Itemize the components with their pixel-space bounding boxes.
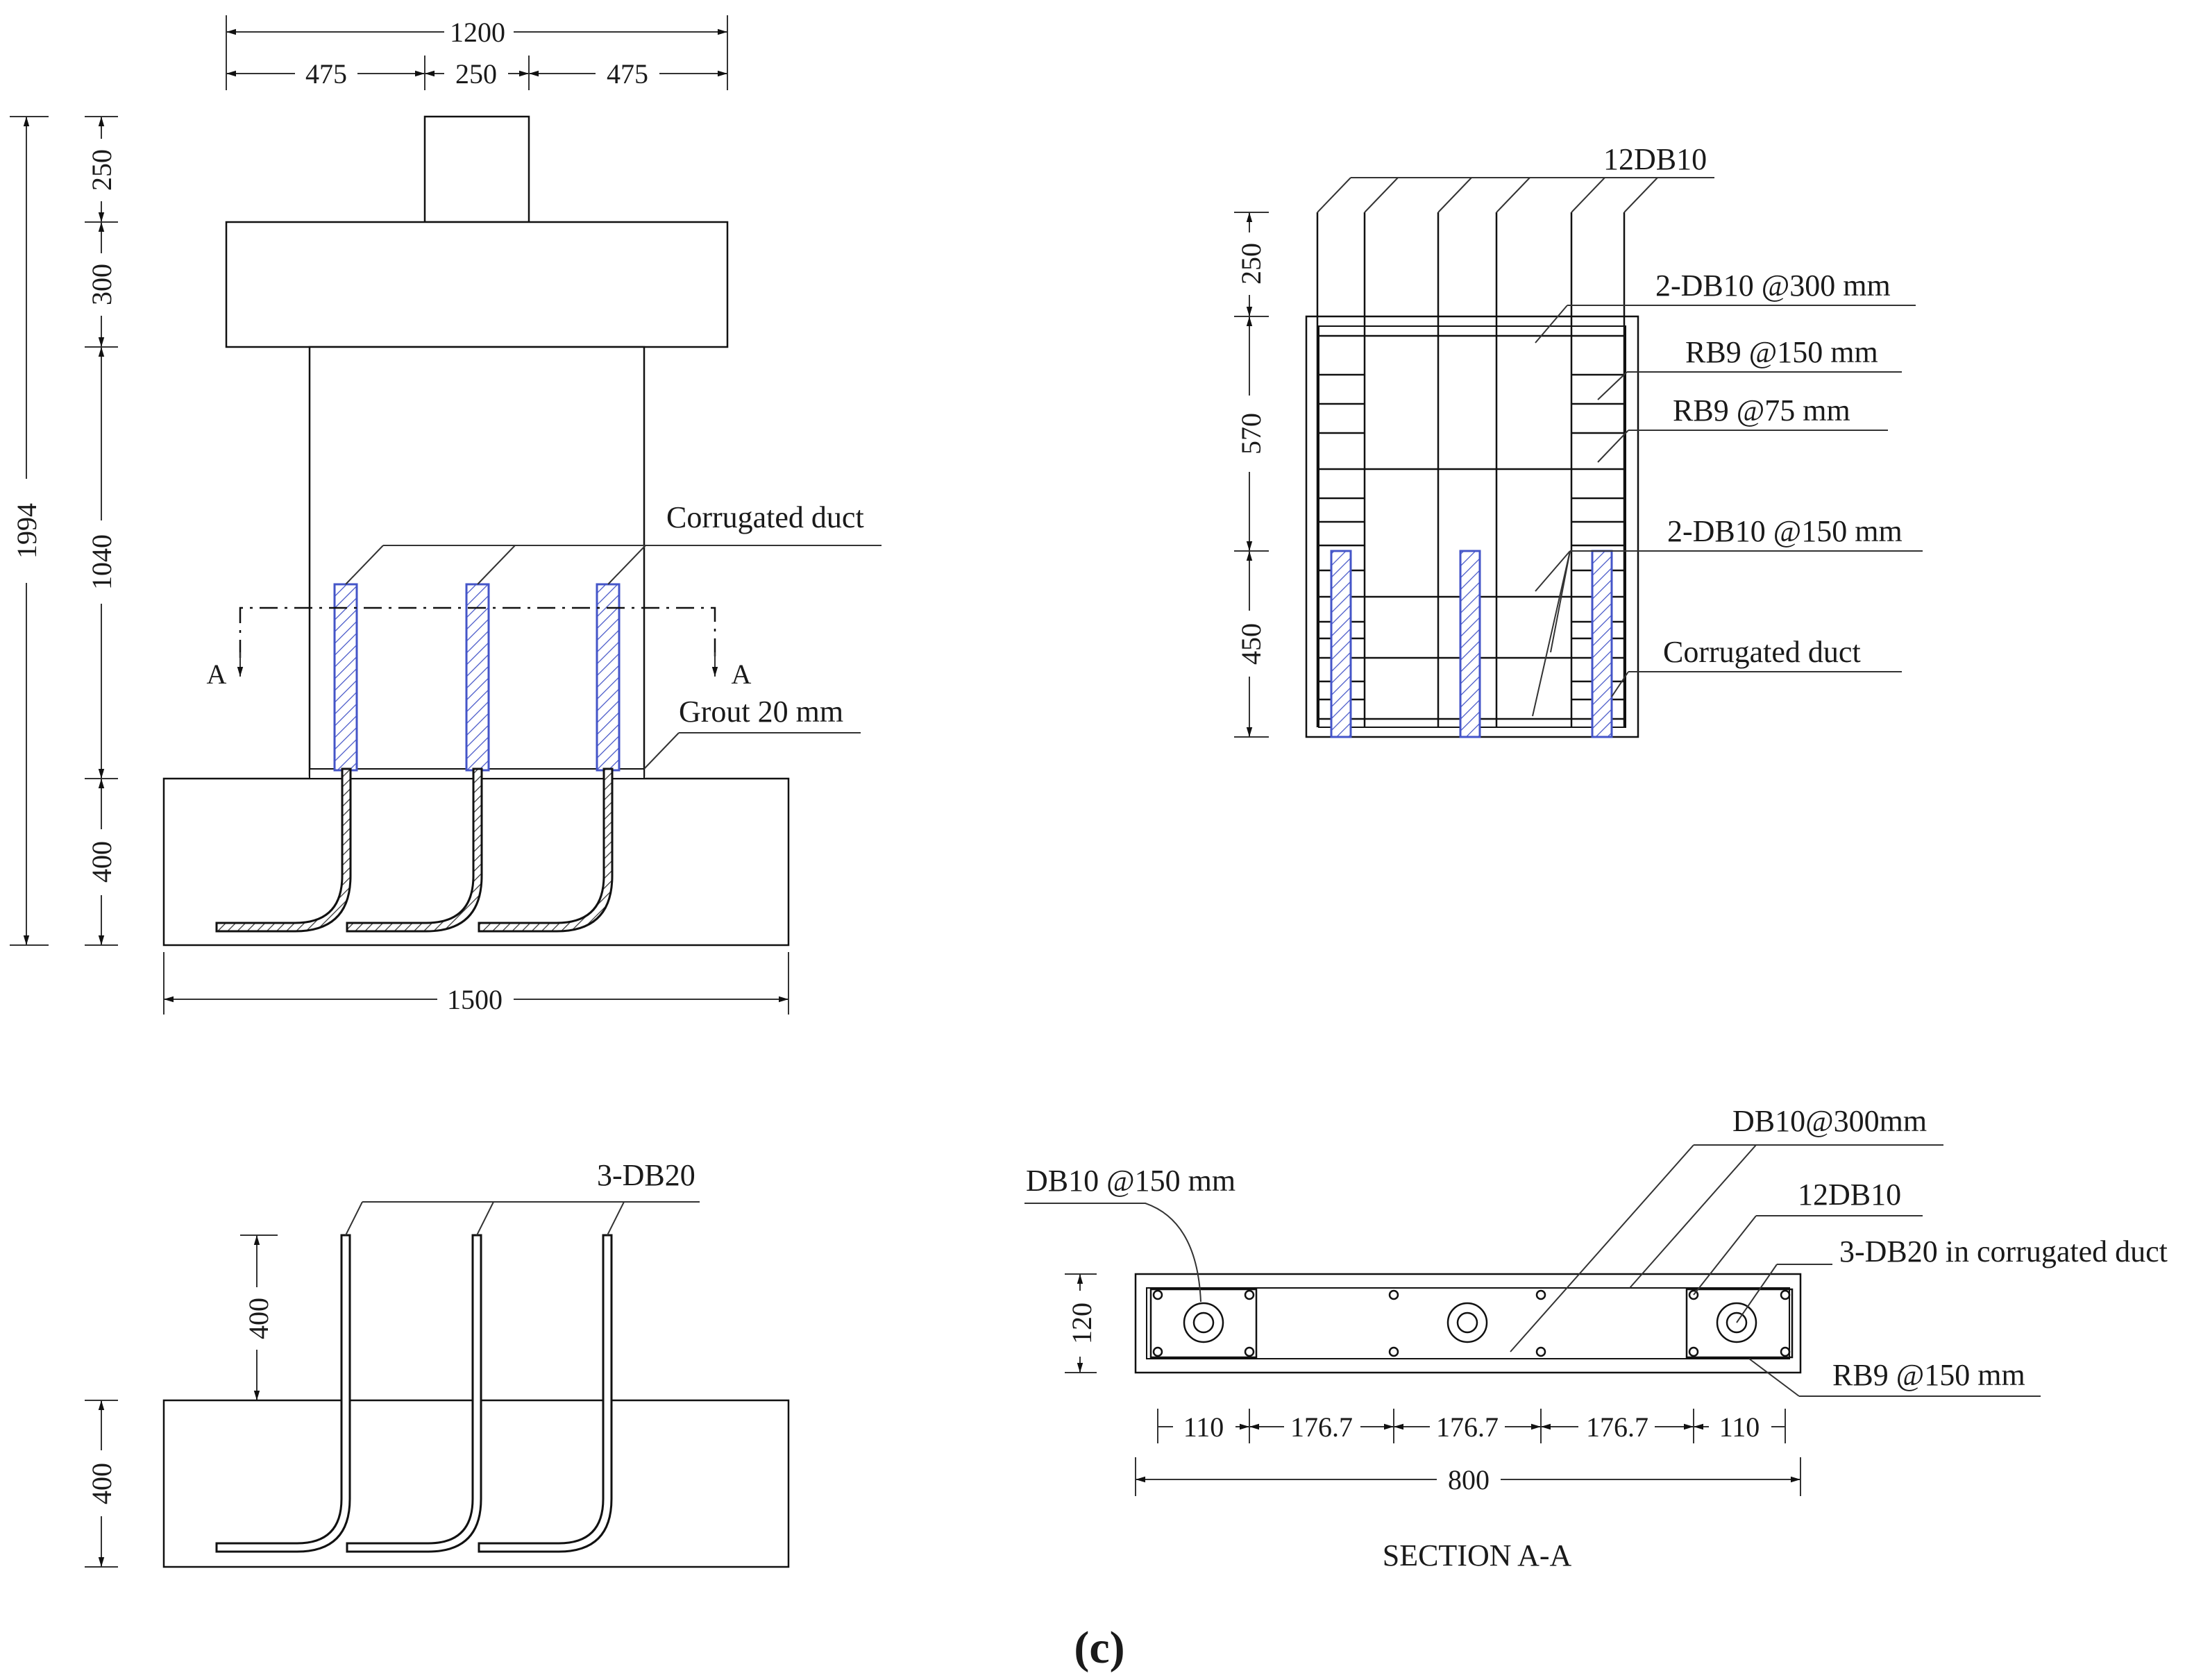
dim-r-h1: 250 (1235, 243, 1267, 285)
dowel-bar-right (478, 1234, 613, 1553)
dim-top-left: 475 (305, 58, 347, 90)
section-inner (1146, 1287, 1790, 1359)
elevation-overall-height: 1994 (10, 116, 49, 946)
label-12db10-section: 12DB10 (1798, 1178, 1901, 1212)
dowel-bar-middle (346, 1234, 482, 1553)
dim-h-footing: 400 (86, 841, 117, 883)
figure-caption: (c) (1074, 1622, 1124, 1673)
dim-h-cap: 300 (86, 264, 117, 305)
section-title: SECTION A-A (1383, 1538, 1572, 1572)
dim-top-total: 1200 (450, 17, 505, 48)
r-duct-right (1591, 550, 1613, 738)
column-cap (225, 221, 729, 348)
duct-left (333, 583, 358, 772)
hooked-bar-left (215, 767, 352, 933)
section-view: 120 110 176.7 176.7 176.7 110 (1024, 1104, 2168, 1572)
label-12db10-elev: 12DB10 (1603, 142, 1707, 176)
grout-leader: Grout 20 mm (643, 695, 861, 770)
dowel-view: 400 400 3-DB20 (85, 1158, 790, 1568)
dim-r-h3: 450 (1235, 623, 1267, 665)
dowel-bar-left (215, 1234, 351, 1553)
dim-seg2: 176.7 (1290, 1411, 1353, 1443)
dim-seg4: 176.7 (1586, 1411, 1648, 1443)
section-width-dim: 800 (1135, 1457, 1801, 1496)
loading-stub (423, 115, 530, 223)
label-grout: Grout 20 mm (679, 695, 843, 729)
duct-middle (465, 583, 490, 772)
duct-leaders: Corrugated duct (345, 500, 882, 585)
dim-h-stub: 250 (86, 149, 117, 191)
label-ties-300: 2-DB10 @300 mm (1655, 269, 1891, 303)
label-rb9-75: RB9 @75 mm (1673, 393, 1850, 427)
elevation-base-width: 1500 (163, 952, 789, 1015)
label-rb9-150-section: RB9 @150 mm (1832, 1358, 2025, 1392)
dim-seg5: 110 (1719, 1411, 1760, 1443)
section-leaders: DB10@300mm DB10 @150 mm 12DB10 3-DB20 in… (1024, 1104, 2168, 1397)
elevation-top-dimensions: 1200 475 250 475 (226, 15, 728, 90)
dowel-leaders: 3-DB20 (345, 1158, 700, 1236)
dim-section-depth: 120 (1066, 1303, 1097, 1344)
label-ties-150: 2-DB10 @150 mm (1667, 514, 1903, 548)
r-duct-left (1330, 550, 1352, 738)
label-r-duct: Corrugated duct (1663, 635, 1861, 669)
long-bar-leaders: 12DB10 (1317, 142, 1714, 213)
dim-section-width: 800 (1448, 1464, 1490, 1495)
elevation-segment-heights: 250 300 1040 400 (85, 116, 118, 946)
r-duct-middle (1459, 550, 1481, 738)
section-stirrup-left (1149, 1288, 1258, 1359)
label-db10-300: DB10@300mm (1732, 1104, 1927, 1138)
section-cut-line: A A (207, 606, 752, 690)
dim-dowel-top: 400 (243, 1298, 274, 1339)
dim-seg3: 176.7 (1436, 1411, 1499, 1443)
reinforcement-view: 250 570 450 12DB (1234, 142, 1923, 738)
label-db10-150: DB10 @150 mm (1026, 1164, 1235, 1198)
label-rb9-150: RB9 @150 mm (1685, 335, 1878, 369)
dim-dowel-bottom: 400 (86, 1463, 117, 1504)
dim-seg1: 110 (1183, 1411, 1224, 1443)
dim-h-column: 1040 (86, 534, 117, 590)
label-bars-in-duct: 3-DB20 in corrugated duct (1839, 1234, 2168, 1269)
dim-top-mid: 250 (455, 58, 497, 90)
section-mark-right: A (732, 659, 752, 690)
section-stirrup-right (1685, 1288, 1794, 1359)
label-corrugated-duct: Corrugated duct (666, 500, 864, 534)
hooked-bar-middle (346, 767, 483, 933)
dim-base-width: 1500 (447, 984, 503, 1015)
dim-top-right: 475 (607, 58, 648, 90)
elevation-view: 1200 475 250 475 1994 (10, 15, 882, 1015)
dim-overall-height: 1994 (11, 503, 42, 559)
reinforcement-dimensions: 250 570 450 (1234, 212, 1269, 738)
section-segment-dims: 110 176.7 176.7 176.7 110 (1157, 1409, 1786, 1443)
r-leaders: 2-DB10 @300 mm RB9 @150 mm RB9 @75 mm 2-… (1532, 269, 1923, 717)
section-depth-dim: 120 (1065, 1273, 1097, 1373)
section-mark-left: A (207, 659, 227, 690)
duct-right (596, 583, 621, 772)
label-3-db20: 3-DB20 (597, 1158, 695, 1192)
dim-r-h2: 570 (1235, 413, 1267, 455)
hooked-bar-right (478, 767, 614, 933)
